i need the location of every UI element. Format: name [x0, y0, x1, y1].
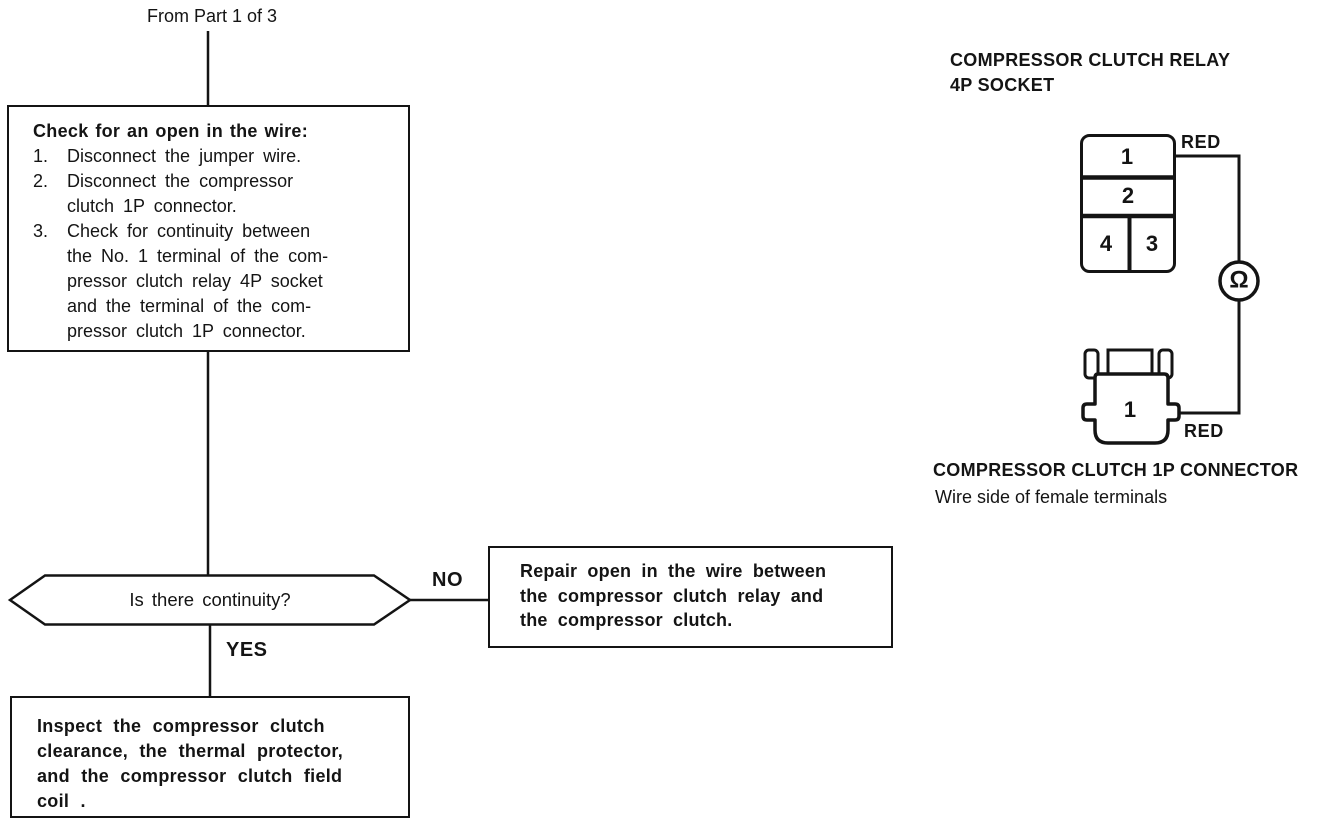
- test-wire-top: [1175, 154, 1241, 262]
- no-label: NO: [432, 569, 463, 591]
- step-1-text: Disconnect the jumper wire.: [67, 146, 302, 166]
- step-1: 1. Disconnect the jumper wire.: [33, 144, 394, 169]
- step-2-number: 2.: [33, 171, 49, 191]
- decision-question: Is there continuity?: [129, 589, 291, 610]
- repair-box: Repair open in the wire between the comp…: [488, 546, 893, 648]
- connector-terminal-1-label: 1: [1123, 397, 1137, 422]
- relay-socket-outline: [1080, 134, 1176, 273]
- socket-terminal-2-label: 2: [1121, 183, 1135, 208]
- step-3-text: Check for continuity between the No. 1 t…: [67, 221, 329, 341]
- step-2: 2. Disconnect the compressor clutch 1P c…: [33, 169, 394, 219]
- step-2-text: Disconnect the compressor clutch 1P conn…: [67, 171, 294, 216]
- inspect-text: Inspect the compressor clutch clearance,…: [37, 716, 344, 811]
- inspect-box: Inspect the compressor clutch clearance,…: [10, 696, 410, 818]
- relay-socket-title: COMPRESSOR CLUTCH RELAY 4P SOCKET: [950, 50, 1231, 95]
- socket-terminal-3-label: 3: [1145, 231, 1159, 256]
- test-wire-bottom: [1178, 300, 1241, 415]
- from-part-label: From Part 1 of 3: [147, 6, 278, 26]
- connector-title: COMPRESSOR CLUTCH 1P CONNECTOR: [933, 460, 1299, 480]
- connector-subtitle: Wire side of female terminals: [935, 487, 1168, 507]
- check-wire-box: Check for an open in the wire: 1. Discon…: [7, 105, 410, 352]
- ohmmeter-symbol: Ω: [1229, 266, 1249, 294]
- connector-body-outline: [1081, 372, 1181, 445]
- step-3-number: 3.: [33, 221, 49, 241]
- socket-terminal-1-label: 1: [1120, 144, 1134, 169]
- socket-terminal-4-label: 4: [1099, 231, 1113, 256]
- yes-label: YES: [226, 639, 268, 661]
- check-wire-title: Check for an open in the wire:: [33, 121, 309, 141]
- connector-left-prong: [1083, 348, 1100, 380]
- repair-text: Repair open in the wire between the comp…: [520, 561, 827, 630]
- wire-label-bottom: RED: [1184, 421, 1224, 441]
- step-3: 3. Check for continuity between the No. …: [33, 219, 394, 344]
- decision-hexagon: [7, 574, 413, 626]
- wire-label-top: RED: [1181, 132, 1221, 152]
- step-1-number: 1.: [33, 146, 49, 166]
- connector-top-tab: [1106, 348, 1154, 376]
